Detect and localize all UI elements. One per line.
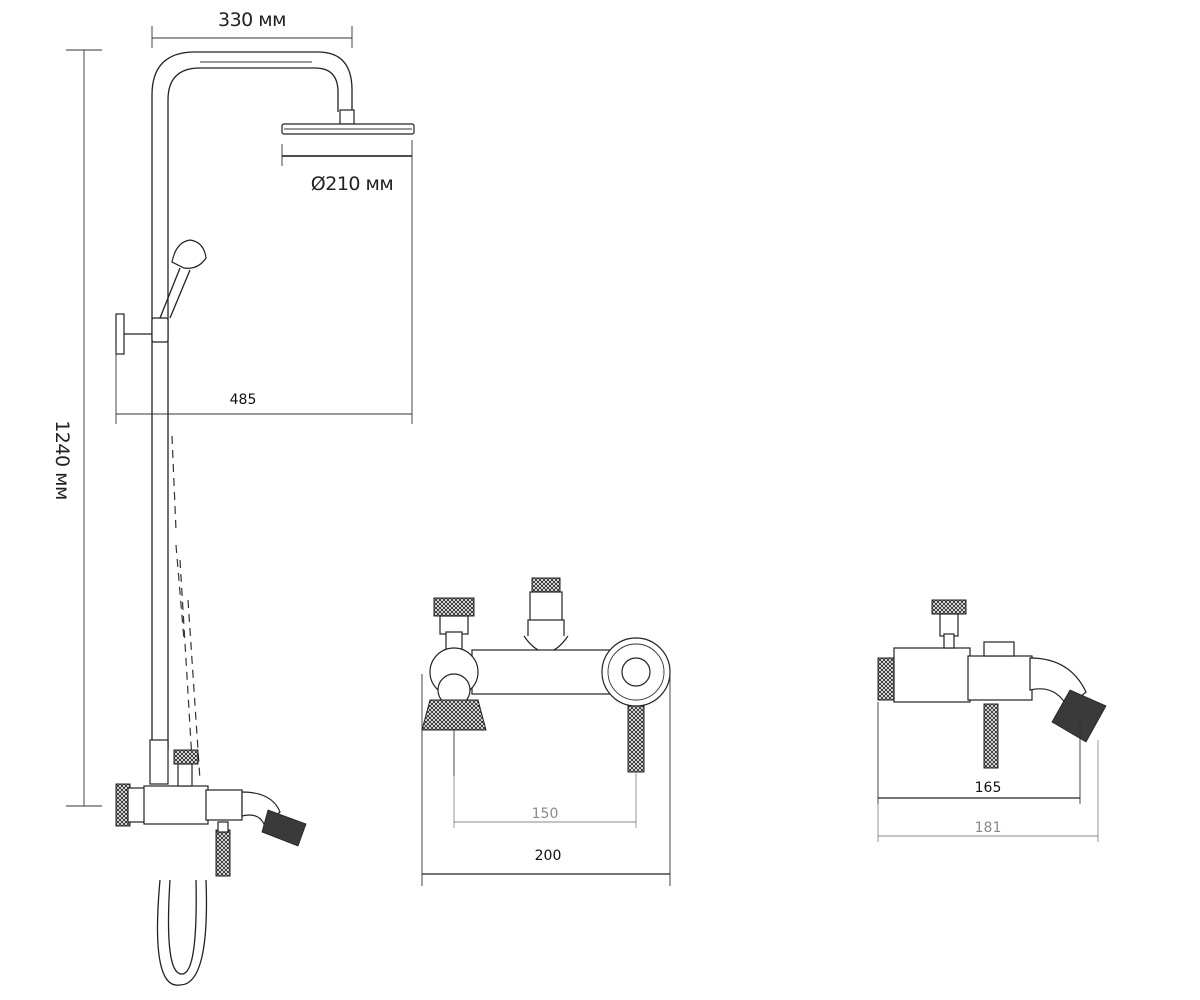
- front-width-label: 200: [535, 848, 562, 864]
- height-label: 1240 мм: [51, 420, 73, 500]
- head-diameter-dimension: Ø210 мм: [281, 140, 413, 424]
- shower-hose: [156, 879, 208, 986]
- projection-label: 485: [230, 392, 257, 408]
- head-diameter-label: Ø210 мм: [311, 173, 393, 195]
- height-dimension: 1240 мм: [51, 49, 102, 807]
- side-inner-depth-label: 165: [975, 780, 1002, 796]
- mixer-side-view: 165 181: [877, 599, 1107, 842]
- hand-shower: [151, 239, 207, 343]
- mixer-front-view: 150 200: [421, 577, 671, 886]
- shower-column-view: 330 мм 1240 мм Ø210 мм: [51, 9, 415, 986]
- front-center-distance-label: 150: [532, 806, 559, 822]
- top-width-dimension: 330 мм: [151, 9, 353, 48]
- rain-shower-head: [281, 123, 415, 135]
- mixer-body: [115, 739, 307, 877]
- side-outer-depth-label: 181: [975, 820, 1002, 836]
- projection-dimension: 485: [115, 350, 412, 424]
- water-spray: [171, 435, 201, 781]
- top-width-label: 330 мм: [218, 9, 286, 31]
- wall-bracket: [115, 313, 152, 355]
- riser-pipe: [151, 51, 355, 750]
